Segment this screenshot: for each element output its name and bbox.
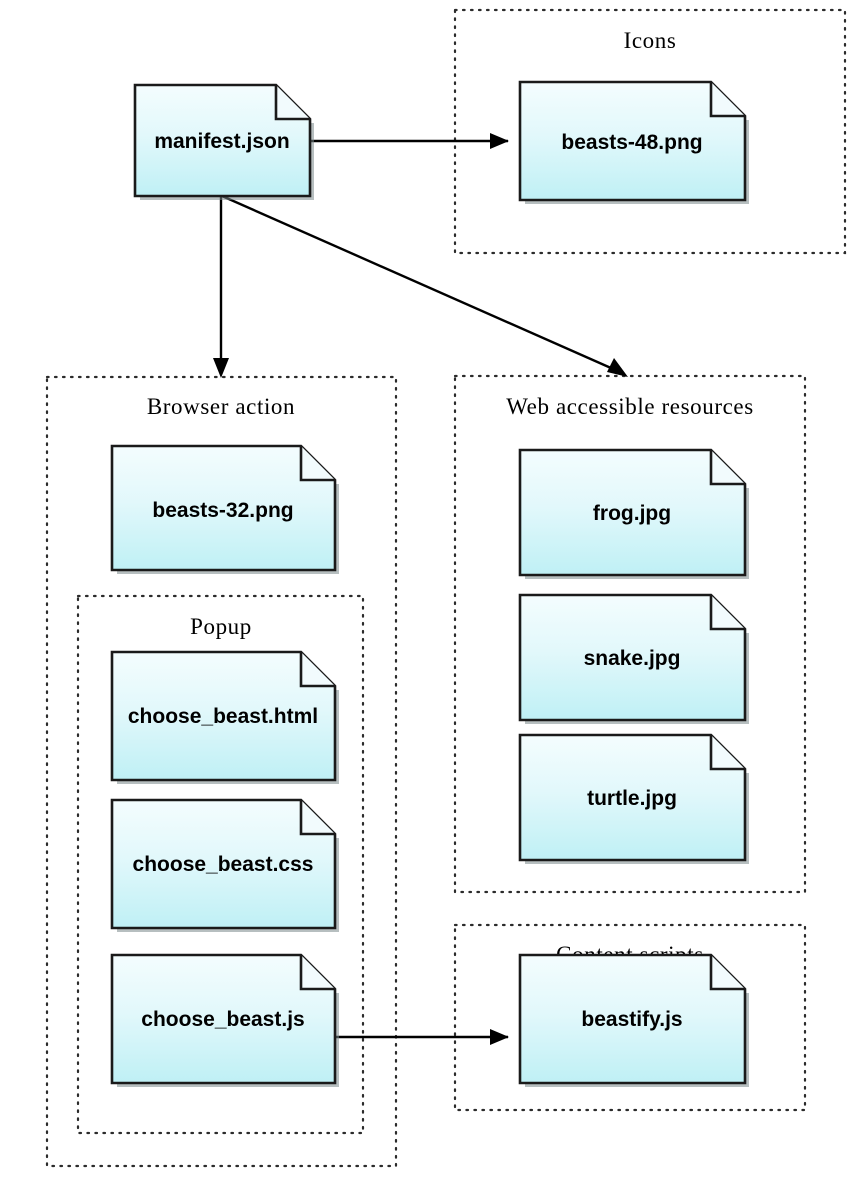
page-fold-icon [709, 735, 745, 771]
group-icons: Icons [453, 8, 847, 255]
document-icon [518, 733, 747, 862]
document-icon [110, 798, 337, 930]
document-icon [110, 650, 337, 782]
group-label-web-accessible-resources: Web accessible resources [506, 394, 754, 419]
file-node-turtle-jpg[interactable]: turtle.jpg [518, 733, 749, 864]
file-node-manifest-json[interactable]: manifest.json [133, 83, 314, 200]
page-fold-icon [299, 955, 335, 991]
page-fold-icon [299, 800, 335, 836]
file-label-frog-jpg: frog.jpg [593, 502, 671, 525]
group-border-content-scripts [453, 923, 807, 1112]
page-fold-icon [274, 85, 310, 121]
group-label-browser-action: Browser action [147, 394, 295, 419]
file-nodes-layer: manifest.json beasts-48.png beasts-32.png c… [110, 80, 749, 1087]
file-label-manifest-json: manifest.json [154, 130, 289, 153]
group-web-accessible-resources: Web accessible resources [453, 374, 807, 894]
page-fold-icon [709, 955, 745, 991]
document-icon [518, 80, 747, 202]
file-node-beasts-48-png[interactable]: beasts-48.png [518, 80, 749, 204]
document-icon [518, 593, 747, 722]
file-node-choose-beast-html[interactable]: choose_beast.html [110, 650, 339, 784]
group-border-icons [453, 8, 847, 255]
file-node-choose-beast-css[interactable]: choose_beast.css [110, 798, 339, 932]
file-label-beasts-48-png: beasts-48.png [561, 131, 702, 154]
edge-manifest-to-browser [213, 196, 229, 378]
arrowhead-icon [490, 133, 509, 149]
file-node-snake-jpg[interactable]: snake.jpg [518, 593, 749, 724]
page-fold-icon [299, 446, 335, 482]
document-icon [518, 448, 747, 577]
document-icon [133, 83, 312, 198]
file-node-beasts-32-png[interactable]: beasts-32.png [110, 444, 339, 574]
file-node-beastify-js[interactable]: beastify.js [518, 953, 749, 1087]
arrowhead-icon [490, 1029, 509, 1045]
file-label-beastify-js: beastify.js [581, 1008, 682, 1031]
group-label-icons: Icons [624, 28, 677, 53]
file-label-turtle-jpg: turtle.jpg [587, 787, 677, 810]
edge-line-manifest-to-web-res [221, 194, 621, 374]
group-border-web-accessible-resources [453, 374, 807, 894]
file-label-choose-beast-html: choose_beast.html [128, 705, 318, 728]
document-icon [518, 953, 747, 1085]
file-label-choose-beast-css: choose_beast.css [133, 853, 314, 876]
group-border-popup [76, 594, 365, 1135]
edge-manifest-to-web-res [221, 194, 628, 377]
document-icon [110, 953, 337, 1085]
page-fold-icon [709, 450, 745, 486]
file-node-frog-jpg[interactable]: frog.jpg [518, 448, 749, 579]
file-node-choose-beast-js[interactable]: choose_beast.js [110, 953, 339, 1087]
arrowhead-icon [213, 358, 229, 378]
document-icon [110, 444, 337, 572]
file-label-snake-jpg: snake.jpg [584, 647, 681, 670]
page-fold-icon [299, 652, 335, 688]
page-fold-icon [709, 82, 745, 118]
group-popup: Popup [76, 594, 365, 1135]
edge-manifest-to-beasts48 [310, 133, 509, 149]
edge-choosejs-to-beastify [335, 1029, 509, 1045]
group-browser-action: Browser action [45, 375, 398, 1168]
file-label-choose-beast-js: choose_beast.js [141, 1008, 304, 1031]
group-border-browser-action [45, 375, 398, 1168]
arrowhead-icon [607, 358, 628, 377]
file-label-beasts-32-png: beasts-32.png [152, 499, 293, 522]
group-label-popup: Popup [190, 614, 252, 639]
edges-layer [213, 133, 628, 1045]
page-fold-icon [709, 595, 745, 631]
